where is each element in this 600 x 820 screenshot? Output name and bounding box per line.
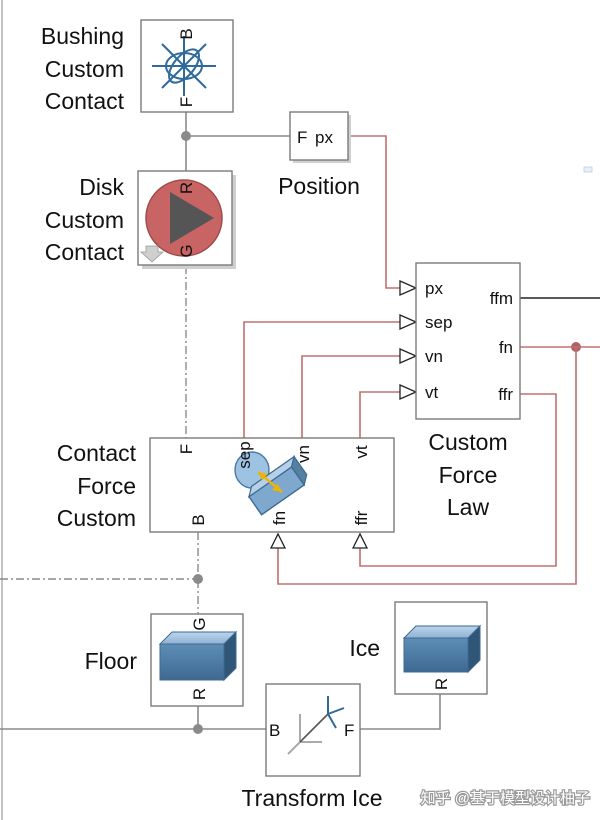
disk-port-r: R <box>177 182 196 194</box>
svg-text:Force: Force <box>439 462 498 488</box>
floor-port-g: G <box>190 617 209 630</box>
disk-custom-contact-block[interactable]: R G <box>137 170 236 269</box>
position-port-f: F <box>297 128 307 147</box>
custom-force-law-block[interactable]: px sep vn vt ffm fn ffr <box>415 262 521 420</box>
cfc-port-b: B <box>189 514 208 525</box>
cfl-input-px: px <box>425 279 443 298</box>
svg-text:Custom: Custom <box>57 505 136 531</box>
svg-text:Bushing: Bushing <box>41 23 124 49</box>
ice-label: Ice <box>349 635 380 661</box>
frame-transform-icon <box>287 696 345 755</box>
disk-play-icon <box>170 192 214 244</box>
svg-text:Custom: Custom <box>428 429 507 455</box>
transform-port-f: F <box>344 721 354 740</box>
bushing-icon <box>152 36 216 96</box>
cfc-port-ffr: ffr <box>352 510 371 525</box>
cfl-input-sep: sep <box>425 313 452 332</box>
bushing-label: Bushing Custom Contact <box>41 23 125 114</box>
contact-force-custom-block[interactable]: F sep vn vt B fn ffr <box>149 437 395 533</box>
cfl-input-arrows <box>269 280 418 549</box>
svg-text:Disk: Disk <box>79 174 124 200</box>
floor-box-icon <box>158 630 238 682</box>
svg-text:Law: Law <box>447 494 490 520</box>
position-block[interactable]: F px <box>289 111 351 163</box>
cfl-output-fn: fn <box>499 338 513 357</box>
cfc-port-f: F <box>177 444 196 454</box>
custom-force-law-label: Custom Force Law <box>428 429 507 520</box>
cfl-output-ffr: ffr <box>498 385 513 404</box>
svg-text:Contact: Contact <box>45 239 125 265</box>
svg-text:Custom: Custom <box>45 207 124 233</box>
down-arrow-icon <box>139 245 165 263</box>
svg-text:Contact: Contact <box>57 440 137 466</box>
ice-block[interactable]: R <box>394 601 488 695</box>
bushing-port-f: F <box>177 97 196 107</box>
transform-ice-label: Transform Ice <box>241 785 382 811</box>
edge-marker <box>583 166 593 173</box>
svg-text:Force: Force <box>77 473 136 499</box>
signal-connections <box>243 135 600 585</box>
cfc-port-sep: sep <box>235 441 254 468</box>
floor-block[interactable]: G R <box>150 613 244 707</box>
cfc-port-fn: fn <box>270 511 289 525</box>
bushing-port-b: B <box>177 28 196 39</box>
cfc-port-vn: vn <box>294 445 313 463</box>
position-label: Position <box>278 173 360 199</box>
cfl-input-vn: vn <box>425 347 443 366</box>
physical-connections <box>0 110 600 730</box>
disk-port-g: G <box>177 244 196 257</box>
transform-port-b: B <box>269 721 280 740</box>
ice-port-r: R <box>432 678 451 690</box>
svg-text:Contact: Contact <box>45 88 125 114</box>
transform-ice-block[interactable]: B F <box>265 683 361 777</box>
svg-text:Custom: Custom <box>45 56 124 82</box>
contact-force-icon <box>234 451 308 516</box>
disk-label: Disk Custom Contact <box>45 174 125 265</box>
cfl-input-vt: vt <box>425 383 439 402</box>
watermark-text: 知乎 @基于模型设计柚子 <box>421 790 590 807</box>
contact-force-custom-label: Contact Force Custom <box>57 440 137 531</box>
floor-port-r: R <box>190 688 209 700</box>
floor-label: Floor <box>85 648 138 674</box>
junction-dots <box>181 131 581 734</box>
ice-box-icon <box>402 624 482 674</box>
position-port-px: px <box>315 128 333 147</box>
cfc-port-vt: vt <box>352 445 371 459</box>
bushing-custom-contact-block[interactable]: B F <box>140 19 234 113</box>
cfl-output-ffm: ffm <box>490 289 513 308</box>
